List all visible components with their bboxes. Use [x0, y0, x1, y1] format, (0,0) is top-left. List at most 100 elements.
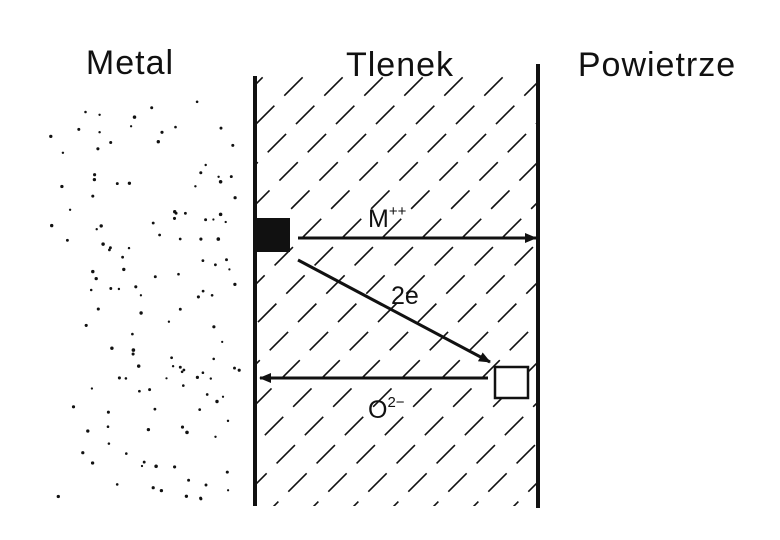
hatch-line — [256, 80, 538, 366]
metal-dot — [182, 384, 185, 387]
metal-dot — [99, 224, 103, 228]
metal-dot — [94, 276, 98, 281]
metal-dot — [131, 352, 135, 356]
metal-dot — [131, 348, 136, 352]
metal-dot — [237, 368, 241, 372]
metal-dot — [84, 110, 87, 114]
metal-dot — [209, 377, 212, 380]
electron-flow-label: 2e — [391, 282, 419, 310]
metal-dot — [165, 377, 168, 380]
hatch-line — [540, 40, 780, 520]
metal-dot — [178, 307, 182, 311]
metal-dot — [138, 389, 141, 393]
metal-dot — [172, 216, 177, 220]
hatch-line — [0, 40, 20, 520]
metal-dot — [49, 134, 53, 139]
metal-dot — [125, 452, 128, 455]
metal-dot — [204, 163, 207, 167]
metal-dot — [225, 470, 229, 474]
metal-dot — [233, 282, 237, 287]
metal-dot — [195, 375, 199, 379]
hatch-line — [256, 76, 346, 166]
metal-dot — [233, 196, 237, 200]
metal-dot — [218, 212, 223, 217]
anion-flow-label: O2− — [368, 394, 405, 424]
metal-dot — [56, 494, 60, 499]
metal-dot — [96, 147, 100, 151]
hatch-line — [0, 40, 60, 520]
oxide-hatching — [0, 40, 780, 520]
hatch-line — [256, 76, 466, 286]
metal-dot — [90, 387, 94, 390]
metal-dot — [131, 332, 134, 336]
metal-dot — [148, 388, 152, 392]
hatch-line — [256, 76, 386, 206]
metal-dot — [98, 130, 101, 134]
metal-dot — [187, 478, 191, 482]
metal-dot — [127, 181, 132, 185]
metal-dot — [132, 115, 137, 119]
metal-dot — [139, 294, 143, 297]
metal-dot — [61, 151, 65, 155]
metal-dot — [178, 237, 182, 241]
metal-dot — [171, 365, 175, 368]
metal-dot — [101, 242, 105, 246]
metal-dot — [201, 289, 205, 293]
metal-dot — [196, 295, 200, 299]
hatch-line — [352, 320, 538, 506]
metal-dot — [221, 340, 224, 344]
metal-stipple — [49, 100, 241, 501]
oxide-label: Tlenek — [346, 46, 454, 84]
metal-dot — [159, 488, 164, 493]
metal-dot — [89, 288, 93, 292]
metal-dot — [177, 272, 180, 276]
metal-dot — [204, 483, 208, 487]
metal-dot — [91, 269, 95, 274]
metal-dot — [205, 393, 209, 396]
metal-dot — [212, 218, 215, 221]
metal-dot — [60, 184, 64, 189]
metal-dot — [216, 237, 221, 241]
metal-dot — [68, 208, 72, 211]
metal-dot — [134, 285, 138, 289]
metal-dot — [154, 464, 158, 469]
metal-dot — [214, 263, 217, 267]
metal-dot — [194, 185, 197, 188]
metal-dot — [198, 408, 202, 411]
metal-dot — [108, 248, 111, 252]
metal-dot — [184, 494, 189, 498]
metal-dot — [91, 194, 95, 198]
hatch-line — [272, 240, 538, 506]
metal-dot — [173, 465, 177, 469]
metal-dot — [226, 419, 230, 423]
hatch-line — [256, 76, 306, 126]
metal-dot — [107, 442, 111, 445]
hatch-line — [580, 40, 780, 520]
metal-dot — [217, 175, 220, 178]
metal-dot — [224, 220, 227, 224]
metal-dot — [182, 368, 186, 372]
metal-dot — [204, 218, 208, 222]
metal-dot — [219, 126, 223, 130]
hatch-line — [256, 200, 538, 486]
metal-dot — [122, 267, 126, 272]
metal-dot — [117, 287, 121, 291]
oxygen-site — [493, 365, 530, 400]
metal-dot — [106, 410, 110, 414]
hatch-line — [432, 400, 538, 506]
metal-dot — [195, 100, 199, 104]
metal-dot — [50, 223, 54, 228]
metal-dot — [174, 125, 177, 129]
metal-dot — [84, 323, 88, 327]
metal-dot — [127, 246, 131, 250]
metal-dot — [86, 429, 90, 433]
metal-dot — [93, 173, 97, 177]
metal-dot — [109, 287, 113, 290]
metal-dot — [199, 497, 203, 501]
hatch-line — [256, 76, 506, 326]
hatch-line — [256, 76, 426, 246]
metal-dot — [139, 311, 143, 315]
metal-dot — [226, 489, 230, 492]
metal-dot — [65, 238, 69, 242]
